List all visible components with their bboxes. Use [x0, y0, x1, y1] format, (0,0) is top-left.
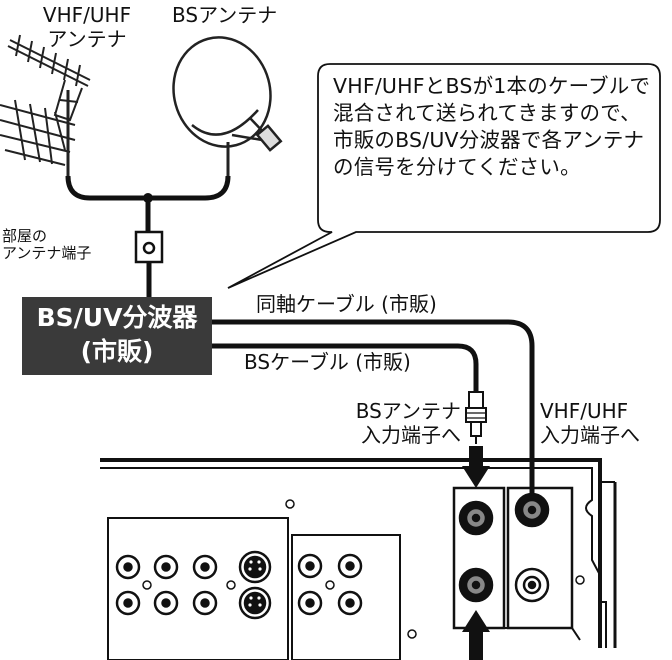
bs-cable-label: BSケーブル (市販) — [244, 350, 411, 374]
cable-junction — [143, 193, 153, 203]
output-cables — [212, 319, 535, 505]
callout-text: VHF/UHFとBSが1本のケーブルで混合されて送られてきますので、市販のBS/… — [333, 74, 651, 179]
arrow-up-icon — [462, 610, 490, 660]
vhf-uhf-input-jacks — [514, 492, 550, 603]
bs-input-jacks — [458, 500, 494, 603]
device-rear-panel — [100, 458, 617, 660]
callout-bubble — [227, 63, 661, 289]
vhf-uhf-input-label: VHF/UHF 入力端子へ — [540, 399, 640, 447]
s-video-jacks — [238, 550, 272, 620]
vhf-uhf-antenna-label: VHF/UHF アンテナ — [42, 3, 132, 51]
bs-uv-divider: BS/UV分波器 (市販) — [22, 297, 212, 375]
arrow-down-icon — [462, 446, 490, 488]
coax-cable-label: 同軸ケーブル (市販) — [256, 292, 437, 316]
room-terminal-label: 部屋の アンテナ端子 — [2, 227, 92, 262]
bs-input-label: BSアンテナ 入力端子へ — [355, 399, 461, 447]
vhf-uhf-antenna-icon — [0, 34, 91, 176]
panel-small-holes — [142, 580, 335, 590]
antenna-cables — [65, 175, 231, 232]
bs-antenna-label: BSアンテナ — [172, 3, 278, 27]
bs-dish-icon — [172, 36, 283, 176]
av-jacks — [115, 553, 363, 616]
bs-plug-icon — [465, 391, 487, 444]
room-terminal-icon — [134, 230, 164, 264]
